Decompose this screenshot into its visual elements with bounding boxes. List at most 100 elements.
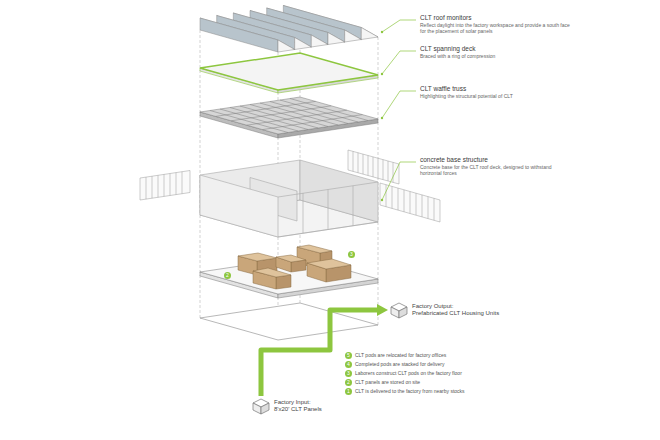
projection-line [200, 15, 378, 340]
louvre-panel [152, 176, 153, 198]
callout-number: 1 [345, 388, 352, 395]
roof-monitor [200, 6, 378, 53]
louvre-panel [368, 156, 369, 176]
factory-flow-box: Factory Output:Prefabricated CLT Housing… [388, 300, 500, 320]
louvre-panel [398, 188, 399, 210]
leader-dot [381, 73, 383, 75]
concrete-base [303, 193, 304, 233]
louvre-panel [416, 193, 417, 215]
clt-pod [238, 245, 351, 289]
roof-monitor [311, 35, 328, 47]
box-body: 8'x20' CLT Panels [274, 406, 322, 413]
louvre-panel [380, 183, 440, 222]
louvre-panel [353, 151, 354, 171]
louvre-panel [146, 177, 147, 199]
leader-line [382, 51, 416, 74]
box-heading: Factory Output: [412, 303, 499, 310]
clt-pod [276, 275, 291, 289]
step-note: Laborers construct CLT pods on the facto… [355, 371, 462, 377]
callout-number: 2 [345, 379, 352, 386]
arrow-head [377, 304, 388, 316]
louvre-panel [140, 171, 190, 201]
roof-monitor [200, 18, 278, 52]
louvre-panel [386, 185, 387, 207]
concrete-base [200, 175, 278, 237]
louvre-panel [348, 150, 399, 184]
roof-monitor [278, 40, 295, 52]
louvre-panel [393, 162, 394, 182]
louvre-panel [158, 175, 159, 197]
waffle-truss [200, 97, 378, 138]
step-note: CLT pods are relocated for factory offic… [355, 353, 446, 359]
louvre-panel [383, 160, 384, 180]
concrete-base [278, 222, 378, 237]
factory-floor [200, 257, 378, 294]
layer-title: concrete base structure [420, 156, 488, 163]
layer-note: Braced with a ring of compression [420, 54, 570, 60]
callout-number: 4 [345, 361, 352, 368]
box-icon [251, 397, 271, 415]
callout-number: 3 [345, 370, 352, 377]
box-icon [389, 301, 409, 319]
louvre-panel [164, 174, 165, 196]
louvre-panel [422, 195, 423, 217]
louvre-panel [404, 190, 405, 212]
louvre-panel [182, 172, 183, 194]
concrete-base [353, 186, 354, 226]
leader-line [382, 91, 416, 118]
factory-floor [200, 257, 378, 298]
waffle-truss [216, 101, 316, 116]
leader-dot [381, 117, 383, 119]
factory-flow-box: Factory Input:8'x20' CLT Panels [250, 396, 323, 416]
concrete-base [328, 190, 329, 230]
louvre-panel [428, 197, 429, 219]
callout-number: 3 [348, 251, 355, 258]
clt-pod [238, 253, 277, 261]
louvre-panel [373, 157, 374, 177]
step-note: Completed pods are stacked for delivery [355, 362, 445, 368]
box-heading: Factory Input: [274, 399, 322, 406]
roof-monitor [328, 33, 345, 45]
box-icon [389, 301, 409, 319]
spanning-deck [200, 53, 378, 90]
waffle-truss [247, 110, 347, 125]
louvre-panel [170, 174, 171, 196]
step-note: CLT is delivered to the factory from nea… [355, 389, 465, 395]
waffle-truss [200, 97, 378, 134]
roof-monitor [345, 30, 362, 42]
leader-dot [381, 31, 383, 33]
layer-title: CLT waffle truss [420, 85, 466, 92]
callout-number: 2 [224, 272, 231, 279]
box-icon [251, 397, 271, 415]
layer-note: Concrete base for the CLT roof deck, des… [420, 165, 570, 177]
box-icon [253, 403, 261, 414]
text-column: Factory Output:Prefabricated CLT Housing… [412, 303, 499, 317]
louvre-panel [388, 161, 389, 181]
louvre-panel [378, 158, 379, 178]
box-icon [391, 307, 399, 318]
louvre-panel [434, 198, 435, 220]
step-note: CLT panels are stored on site [355, 380, 420, 386]
layer-note: Highlighting the structural potential of… [420, 94, 570, 100]
louvre-panel [392, 186, 393, 208]
roof-monitor [361, 28, 378, 40]
louvre-panel [176, 173, 177, 195]
layer-note: Reflect daylight into the factory worksp… [420, 23, 570, 35]
leader-line [382, 162, 416, 200]
louvre-panel [358, 153, 359, 173]
layer-title: CLT spanning deck [420, 45, 475, 52]
box-body: Prefabricated CLT Housing Units [412, 310, 499, 317]
box-icon [261, 403, 269, 414]
leader-dot [381, 199, 383, 201]
louvre-panel [410, 192, 411, 214]
callout-number: 5 [345, 352, 352, 359]
louvre-panel [363, 154, 364, 174]
clt-pod [253, 268, 291, 277]
clt-pod [307, 259, 351, 269]
leader-line [382, 20, 416, 200]
box-icon [399, 307, 407, 318]
waffle-truss [231, 106, 331, 121]
